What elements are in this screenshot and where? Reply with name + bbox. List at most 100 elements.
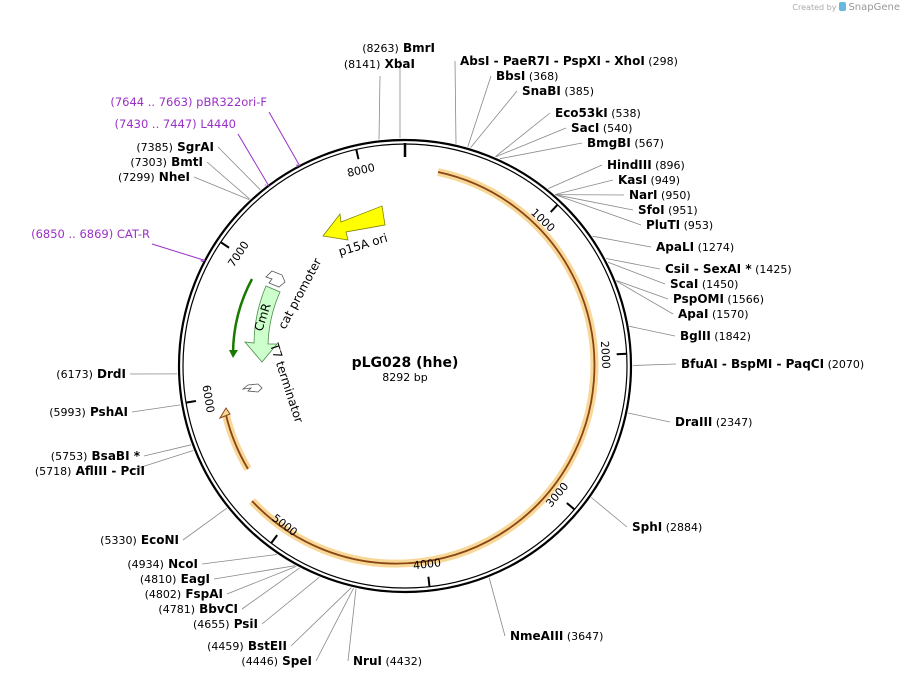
primer-label: (7644 .. 7663) pBR322ori-F xyxy=(110,95,267,109)
primer-connector xyxy=(237,133,270,186)
enzyme-name: - PaqCI xyxy=(772,357,824,371)
cmr-arrow xyxy=(244,285,281,363)
enzyme-position: (385) xyxy=(561,85,594,98)
tick-mark xyxy=(549,204,559,213)
enzyme-label: NmeAIII (3647) xyxy=(510,629,603,643)
credit-prefix: Created by xyxy=(792,3,837,12)
plasmid-title: pLG028 (hhe) xyxy=(352,355,459,371)
enzyme-connector xyxy=(628,412,671,423)
enzyme-position: (1566) xyxy=(724,293,764,306)
p15a-ori-arrow xyxy=(322,205,386,241)
enzyme-label: SacI (540) xyxy=(571,121,632,135)
enzyme-name: NarI xyxy=(629,188,658,202)
enzyme-connector xyxy=(499,142,583,160)
feature-label-t7-terminator: T7 terminator xyxy=(267,341,306,425)
tick-label: 8000 xyxy=(346,161,376,180)
feature-label-cat-promoter: cat promoter xyxy=(275,256,324,332)
enzyme-label: (4934) NcoI xyxy=(127,557,198,571)
enzyme-label: SphI (2884) xyxy=(632,520,702,534)
enzyme-connector xyxy=(629,325,676,337)
enzyme-name: DrdI xyxy=(93,367,126,381)
primer-range: (6850 .. 6869) xyxy=(31,227,117,241)
enzyme-position: (8263) xyxy=(362,42,399,55)
enzyme-position: (298) xyxy=(645,55,678,68)
enzyme-label: (7299) NheI xyxy=(118,170,190,184)
enzyme-label: DraIII (2347) xyxy=(675,415,752,429)
enzyme-label: (5330) EcoNI xyxy=(100,533,179,547)
enzyme-connector xyxy=(616,280,669,300)
cds-arrowhead xyxy=(218,407,231,420)
enzyme-name: - PciI xyxy=(107,464,145,478)
enzyme-name: NmeAIII xyxy=(510,629,563,643)
enzyme-connector xyxy=(378,75,381,140)
enzyme-name: SpeI xyxy=(278,654,312,668)
enzyme-position: (951) xyxy=(665,204,698,217)
enzyme-position: (2347) xyxy=(712,416,752,429)
enzyme-label: SnaBI (385) xyxy=(522,84,594,98)
enzyme-label: (8141) XbaI xyxy=(344,57,415,71)
enzyme-label: (4810) EagI xyxy=(140,572,210,586)
tick-label: 2000 xyxy=(598,341,613,370)
enzyme-name: EagI xyxy=(176,572,210,586)
enzyme-position: (4781) xyxy=(158,603,195,616)
enzyme-connector xyxy=(470,90,518,148)
enzyme-position: (5993) xyxy=(49,406,86,419)
primer-name: pBR322ori-F xyxy=(196,95,267,109)
enzyme-name: BsaBI * xyxy=(87,449,140,463)
enzyme-position: (538) xyxy=(608,107,641,120)
enzyme-name: PspOMI xyxy=(673,292,724,306)
enzyme-name: BbvCI xyxy=(195,602,238,616)
enzyme-connector xyxy=(454,60,457,144)
enzyme-connector xyxy=(591,497,628,528)
enzyme-connector xyxy=(467,75,492,147)
enzyme-name: HindIII xyxy=(607,158,652,172)
tick-mark xyxy=(185,400,197,404)
enzyme-name: ScaI xyxy=(670,277,698,291)
enzyme-connector xyxy=(261,576,320,625)
enzyme-name: AflIII xyxy=(71,464,107,478)
enzyme-position: (949) xyxy=(647,174,680,187)
enzyme-name: PsiI xyxy=(230,617,258,631)
enzyme-label: (8263) BmrI xyxy=(362,41,435,55)
enzyme-name: SfoI xyxy=(638,203,665,217)
enzyme-position: (2070) xyxy=(824,358,864,371)
enzyme-name: BbsI xyxy=(496,69,525,83)
enzyme-label: BglII (1842) xyxy=(680,329,751,343)
enzyme-position: (7385) xyxy=(136,141,173,154)
enzyme-position: (1570) xyxy=(708,308,748,321)
enzyme-position: (567) xyxy=(631,137,664,150)
enzyme-position: (4810) xyxy=(140,573,177,586)
enzyme-connector xyxy=(217,146,261,191)
enzyme-connector xyxy=(201,554,277,565)
enzyme-connector xyxy=(495,112,551,158)
enzyme-label: NarI (950) xyxy=(629,188,691,202)
enzyme-position: (2884) xyxy=(662,521,702,534)
enzyme-connector xyxy=(193,176,250,200)
enzyme-name: - PaeR7I xyxy=(489,54,549,68)
enzyme-label: CsiI - SexAI * (1425) xyxy=(665,262,792,276)
primer-group: (7644 .. 7663) pBR322ori-F(7430 .. 7447)… xyxy=(31,95,301,263)
enzyme-connector xyxy=(632,363,677,366)
enzyme-label: (4802) FspAI xyxy=(145,587,223,601)
enzyme-connector xyxy=(592,235,652,248)
enzyme-position: (4934) xyxy=(127,558,164,571)
enzyme-label: (5753) BsaBI * xyxy=(51,449,141,463)
enzyme-connector xyxy=(241,567,300,610)
enzyme-name: PluTI xyxy=(646,218,680,232)
enzyme-name: NcoI xyxy=(164,557,198,571)
enzyme-position: (953) xyxy=(680,219,713,232)
enzyme-position: (5330) xyxy=(100,534,137,547)
enzyme-label: (7385) SgrAI xyxy=(136,140,214,154)
enzyme-position: (540) xyxy=(599,122,632,135)
primer-name: L4440 xyxy=(200,117,236,131)
tick-label: 6000 xyxy=(199,384,216,414)
enzyme-label: (5993) PshAI xyxy=(49,405,128,419)
enzyme-connector xyxy=(607,261,666,285)
enzyme-label: (4459) BstEII xyxy=(207,639,287,653)
enzyme-name: PshAI xyxy=(86,405,128,419)
cmr-arrowhead-outer xyxy=(229,350,238,358)
cds-highlight-left xyxy=(222,414,252,472)
plasmid-length: 8292 bp xyxy=(382,371,427,384)
enzyme-connector xyxy=(555,179,614,195)
